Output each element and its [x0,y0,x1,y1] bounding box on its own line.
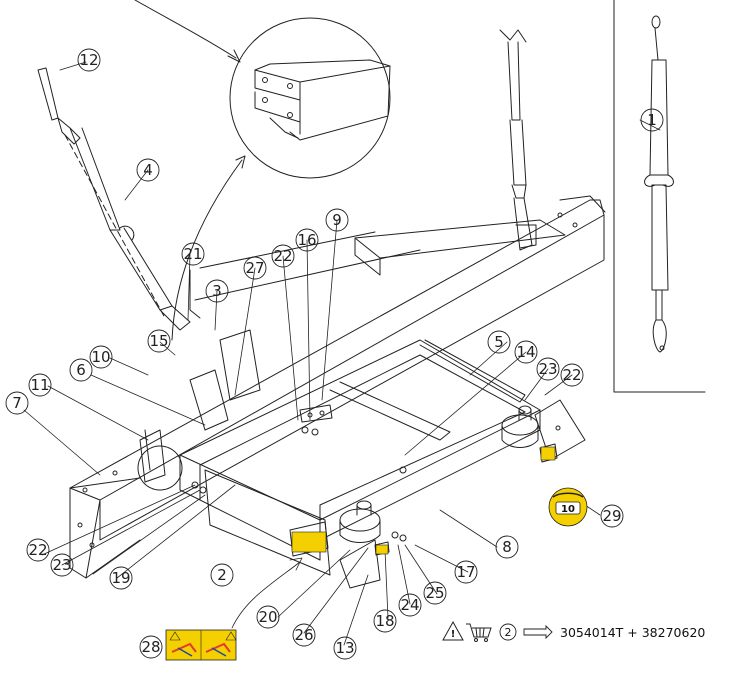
callout-labels: 1 2 3 4 5 6 7 8 9 10 11 12 13 14 15 16 1… [12,51,657,657]
callout-29: 29 [602,507,621,525]
callout-1: 1 [647,111,657,129]
arrow-right-icon [523,624,553,640]
frame-decal-right [540,446,556,461]
quantity-value: 2 [505,626,512,639]
detail-magnifier [134,0,391,341]
callout-7: 7 [12,394,22,412]
callout-2: 2 [217,566,227,584]
callout-12: 12 [79,51,98,69]
callout-13: 13 [335,639,354,657]
part-4-top-link-left [37,67,191,331]
callout-18: 18 [375,612,394,630]
callout-27: 27 [245,259,264,277]
inset-frame [613,0,706,393]
part-numbers: 3054014T + 38270620 [560,625,705,640]
callout-circles [5,48,664,660]
callout-15: 15 [149,332,168,350]
cart-icon [466,623,492,642]
warning-triangle-icon [442,620,464,641]
callout-14: 14 [516,343,535,361]
callout-9: 9 [332,211,342,229]
callout-16: 16 [297,231,316,249]
callout-28: 28 [141,638,160,656]
warning-decal-28 [165,629,237,661]
torque-value: 10 [561,504,575,515]
callout-20: 20 [258,608,277,626]
callout-4: 4 [143,161,153,179]
callout-25: 25 [425,584,444,602]
quantity-circle [499,623,517,641]
callout-22-right: 22 [562,366,581,384]
callout-17: 17 [456,563,475,581]
callout-3: 3 [212,282,222,300]
callout-26: 26 [294,626,313,644]
callout-19: 19 [111,569,130,587]
callout-10: 10 [91,348,110,366]
callout-6: 6 [76,361,86,379]
callout-11: 11 [30,376,49,394]
callout-24: 24 [400,596,419,614]
callout-23-right: 23 [538,360,557,378]
callout-23-left: 23 [52,556,71,574]
part-1-telescopic-link [644,15,674,353]
callout-22-left: 22 [28,541,47,559]
frame-decal-gusset [375,544,389,555]
callout-22-top: 22 [273,247,292,265]
frame-decal-front [291,531,327,553]
callout-5: 5 [494,333,504,351]
leader-lines [23,61,661,646]
callout-8: 8 [502,538,512,556]
callout-21: 21 [183,245,202,263]
main-frame [69,195,606,589]
svg-text:!: ! [451,629,456,640]
order-note: ! 2 3054014T + 38270620 [442,620,705,642]
lift-cylinder-right [499,29,537,251]
torque-decal-29: 10 [548,487,588,527]
